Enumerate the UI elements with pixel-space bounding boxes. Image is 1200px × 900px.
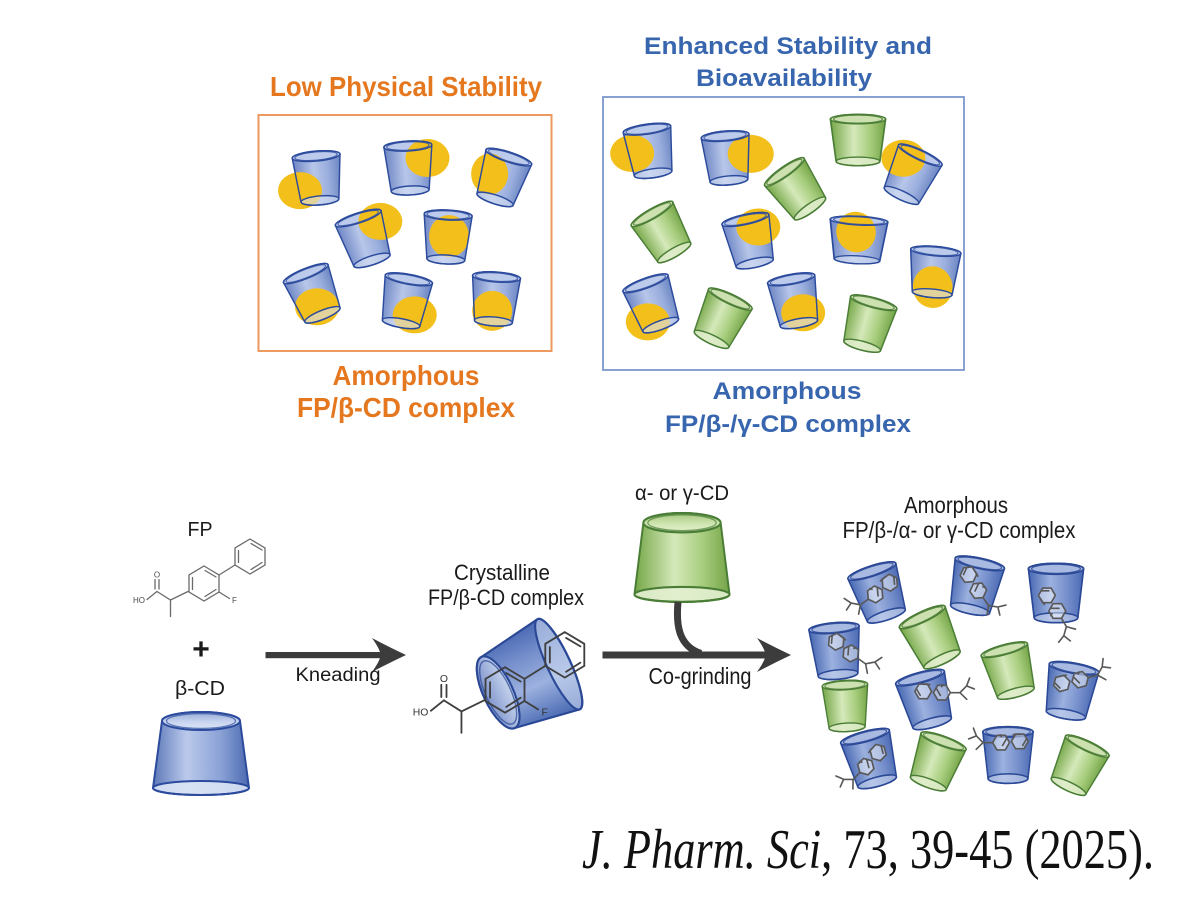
svg-text:α- or γ-CD: α- or γ-CD — [635, 482, 729, 505]
svg-text:Kneading: Kneading — [296, 665, 381, 686]
svg-text:Amorphous: Amorphous — [904, 492, 1008, 518]
svg-text:+: + — [192, 633, 210, 666]
svg-text:Bioavailability: Bioavailability — [696, 65, 873, 92]
svg-text:FP/β-/γ-CD complex: FP/β-/γ-CD complex — [665, 411, 912, 438]
svg-text:β-CD: β-CD — [175, 678, 225, 700]
svg-text:FP/β-CD complex: FP/β-CD complex — [297, 392, 515, 423]
svg-text:FP/β-CD complex: FP/β-CD complex — [428, 585, 584, 610]
svg-text:FP: FP — [188, 519, 213, 541]
svg-text:Crystalline: Crystalline — [454, 560, 550, 585]
svg-text:Low Physical Stability: Low Physical Stability — [270, 71, 542, 102]
svg-text:FP/β-/α- or γ-CD complex: FP/β-/α- or γ-CD complex — [843, 517, 1076, 543]
svg-text:Enhanced Stability and: Enhanced Stability and — [644, 33, 932, 60]
svg-text:J. Pharm. Sci, 73, 39-45 (2025: J. Pharm. Sci, 73, 39-45 (2025). — [582, 819, 1154, 880]
svg-text:Co-grinding: Co-grinding — [649, 663, 752, 689]
svg-text:Amorphous: Amorphous — [713, 378, 862, 405]
svg-text:Amorphous: Amorphous — [333, 360, 480, 391]
